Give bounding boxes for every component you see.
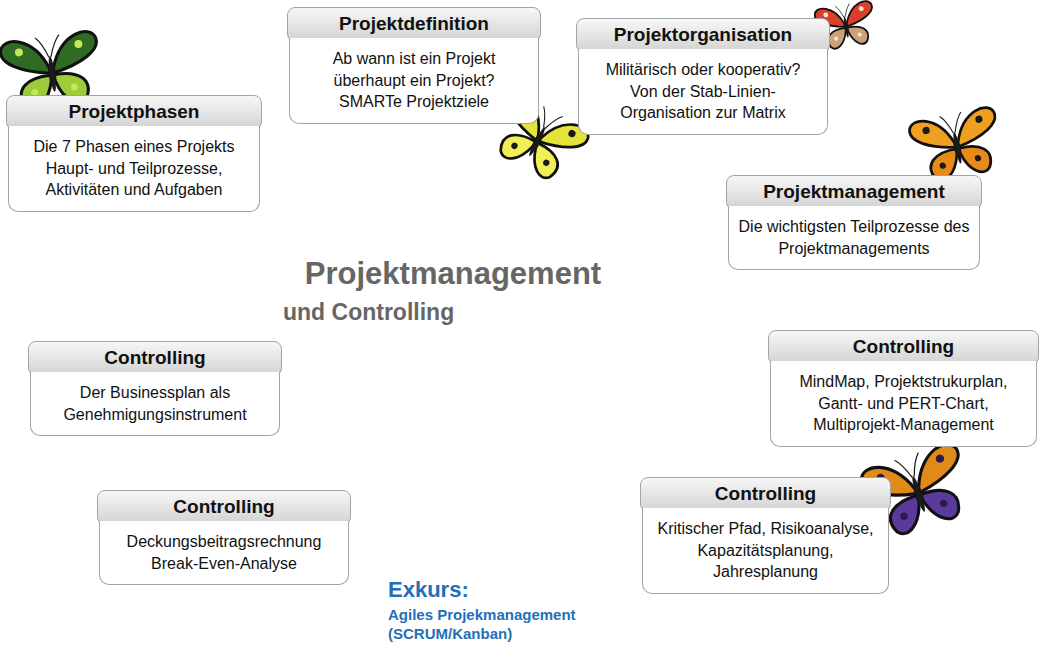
box-heading: Controlling	[640, 477, 891, 512]
box-text: SMARTe Projektziele	[298, 91, 530, 113]
box-text: Break-Even-Analyse	[108, 553, 340, 575]
box-heading: Projektdefinition	[287, 7, 541, 42]
topic-box: ProjektorganisationMilitärisch oder koop…	[576, 18, 830, 135]
box-body: DeckungsbeitragsrechnungBreak-Even-Analy…	[99, 521, 349, 585]
box-heading: Controlling	[768, 330, 1039, 365]
topic-box: ControllingMindMap, Projektstrukurplan, …	[768, 330, 1039, 447]
box-text: MindMap, Projektstrukurplan, Gantt- und …	[779, 371, 1028, 436]
box-body: Der Businessplan als Genehmigungsinstrum…	[30, 372, 280, 436]
topic-box: ProjektmanagementDie wichtigsten Teilpro…	[726, 175, 982, 270]
box-text: Die wichtigsten Teilprozesse des Projekt…	[737, 216, 971, 259]
topic-box: ProjektphasenDie 7 Phasen eines Projekts…	[6, 95, 262, 212]
box-text: Von der Stab-Linien- Organisation zur Ma…	[587, 81, 819, 124]
box-body: Ab wann ist ein Projekt überhaupt ein Pr…	[289, 38, 539, 124]
box-heading: Controlling	[97, 490, 351, 525]
box-text: Die 7 Phasen eines Projekts	[17, 136, 251, 158]
box-text: Ab wann ist ein Projekt überhaupt ein Pr…	[298, 48, 530, 91]
box-text: Militärisch oder kooperativ?	[587, 59, 819, 81]
box-heading: Projektmanagement	[726, 175, 982, 210]
topic-box: ControllingDeckungsbeitragsrechnungBreak…	[97, 490, 351, 585]
box-body: Militärisch oder kooperativ?Von der Stab…	[578, 49, 828, 135]
topic-box: ControllingDer Businessplan als Genehmig…	[28, 341, 282, 436]
box-heading: Projektorganisation	[576, 18, 830, 53]
diagram-title: Projektmanagement	[283, 256, 623, 292]
box-heading: Projektphasen	[6, 95, 262, 130]
excursus-text: Agiles Projekmanagement (SCRUM/Kanban)	[388, 606, 628, 644]
box-body: Kritischer Pfad, Risikoanalyse, Kapazitä…	[642, 508, 889, 594]
box-text: Deckungsbeitragsrechnung	[108, 531, 340, 553]
subtitle: und Controlling	[283, 298, 454, 327]
box-text: Der Businessplan als Genehmigungsinstrum…	[39, 382, 271, 425]
box-body: Die 7 Phasen eines ProjektsHaupt- und Te…	[8, 126, 260, 212]
topic-box: ControllingKritischer Pfad, Risikoanalys…	[640, 477, 891, 594]
box-text: Kritischer Pfad, Risikoanalyse, Kapazitä…	[651, 518, 880, 583]
butterfly-orange	[908, 105, 1006, 185]
excursus-heading: Exkurs:	[388, 576, 469, 604]
box-text: Haupt- und Teilprozesse, Aktivitäten und…	[17, 158, 251, 201]
box-heading: Controlling	[28, 341, 282, 376]
topic-box: Projektdefinition Ab wann ist ein Projekt…	[287, 7, 541, 124]
box-body: MindMap, Projektstrukurplan, Gantt- und …	[770, 361, 1037, 447]
box-body: Die wichtigsten Teilprozesse des Projekt…	[728, 206, 980, 270]
